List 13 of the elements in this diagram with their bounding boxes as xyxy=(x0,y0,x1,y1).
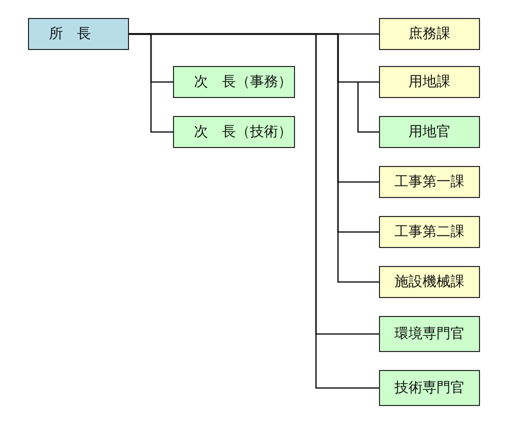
connector-line xyxy=(129,33,379,389)
officer-box: 用地官 xyxy=(379,116,480,148)
section-box: 工事第二課 xyxy=(379,216,480,248)
officer-box: 環境専門官 xyxy=(379,316,480,352)
section-box: 用地課 xyxy=(379,66,480,98)
deputy-box: 次 長（事務） xyxy=(173,66,295,98)
section-box: 工事第一課 xyxy=(379,166,480,198)
officer-box: 技術専門官 xyxy=(379,370,480,406)
section-box: 施設機械課 xyxy=(379,266,480,298)
section-box: 庶務課 xyxy=(379,18,480,50)
connector-line xyxy=(357,82,379,133)
deputy-box: 次 長（技術） xyxy=(173,116,295,148)
head-box: 所 長 xyxy=(28,18,129,50)
